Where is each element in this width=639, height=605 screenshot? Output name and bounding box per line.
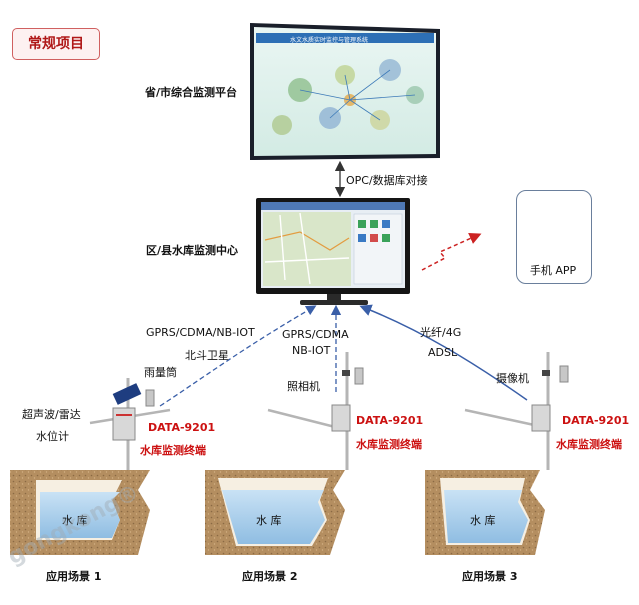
phone-app-card (516, 190, 592, 284)
app-link-arrow (421, 232, 482, 271)
terminal-model-1: DATA-9201 (148, 421, 216, 434)
monitor (256, 198, 410, 305)
terminal-name-2: 水库监测终端 (356, 438, 422, 451)
rain-gauge-label: 雨量筒 (144, 366, 177, 379)
terminal-model-3: DATA-9201 (562, 414, 630, 427)
terminal-model-2: DATA-9201 (356, 414, 424, 427)
level-sensor-label-1: 超声波/雷达 (22, 408, 81, 421)
center-label: 区/县水库监测中心 (146, 244, 239, 257)
platform-screen-title: 水文水质实时监控与管理系统 (290, 37, 369, 44)
link-arrow-scene1 (159, 305, 317, 407)
terminal-name-1: 水库监测终端 (140, 444, 206, 457)
link-left-label-1: GPRS/CDMA/NB-IOT (146, 326, 255, 339)
reservoir-scene-3 (425, 470, 545, 555)
platform-label: 省/市综合监测平台 (145, 86, 238, 99)
camera-label-1: 照相机 (287, 380, 320, 393)
scene-label-1: 应用场景 1 (46, 570, 102, 583)
reservoir-label-2: 水 库 (256, 514, 282, 527)
platform-screen (250, 23, 440, 160)
link-middle-label-1: GPRS/CDMA (282, 328, 349, 341)
terminal-name-3: 水库监测终端 (556, 438, 622, 451)
link-arrow-scene3 (359, 304, 528, 401)
link-right-label-1: 光纤/4G (420, 326, 462, 339)
link-middle-label-2: NB-IOT (292, 344, 331, 357)
connection-label: OPC/数据库对接 (346, 174, 428, 187)
monitoring-station-3 (464, 352, 569, 470)
reservoir-scene-1 (10, 470, 150, 555)
scene-label-2: 应用场景 2 (242, 570, 298, 583)
level-sensor-label-2: 水位计 (36, 430, 69, 443)
monitoring-station-1 (89, 378, 171, 470)
reservoir-label-1: 水 库 (62, 514, 88, 527)
scene-label-3: 应用场景 3 (462, 570, 518, 583)
project-type-badge: 常规项目 (12, 28, 100, 60)
phone-app-label: 手机 APP (529, 264, 577, 277)
camera-label-2: 摄像机 (496, 372, 529, 385)
link-left-label-2: 北斗卫星 (185, 349, 229, 362)
monitoring-station-2 (267, 352, 364, 470)
link-right-label-2: ADSL (428, 346, 458, 359)
reservoir-scene-2 (205, 470, 345, 555)
reservoir-label-3: 水 库 (470, 514, 496, 527)
